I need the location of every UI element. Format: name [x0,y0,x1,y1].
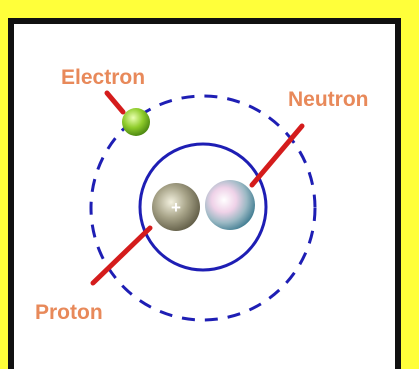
electron-particle [122,108,150,136]
electron-label: Electron [61,66,145,89]
proton-pointer-line [90,225,153,286]
electron-orbit [89,94,317,322]
neutron-particle [205,180,255,230]
neutron-pointer-line [249,123,305,188]
proton-particle [152,183,200,231]
nucleus-ring [138,142,268,272]
diagram-panel [8,18,401,369]
neutron-label: Neutron [288,88,369,111]
proton-label: Proton [35,301,103,324]
electron-pointer-line [104,90,126,115]
proton-charge-symbol: + [171,198,181,217]
